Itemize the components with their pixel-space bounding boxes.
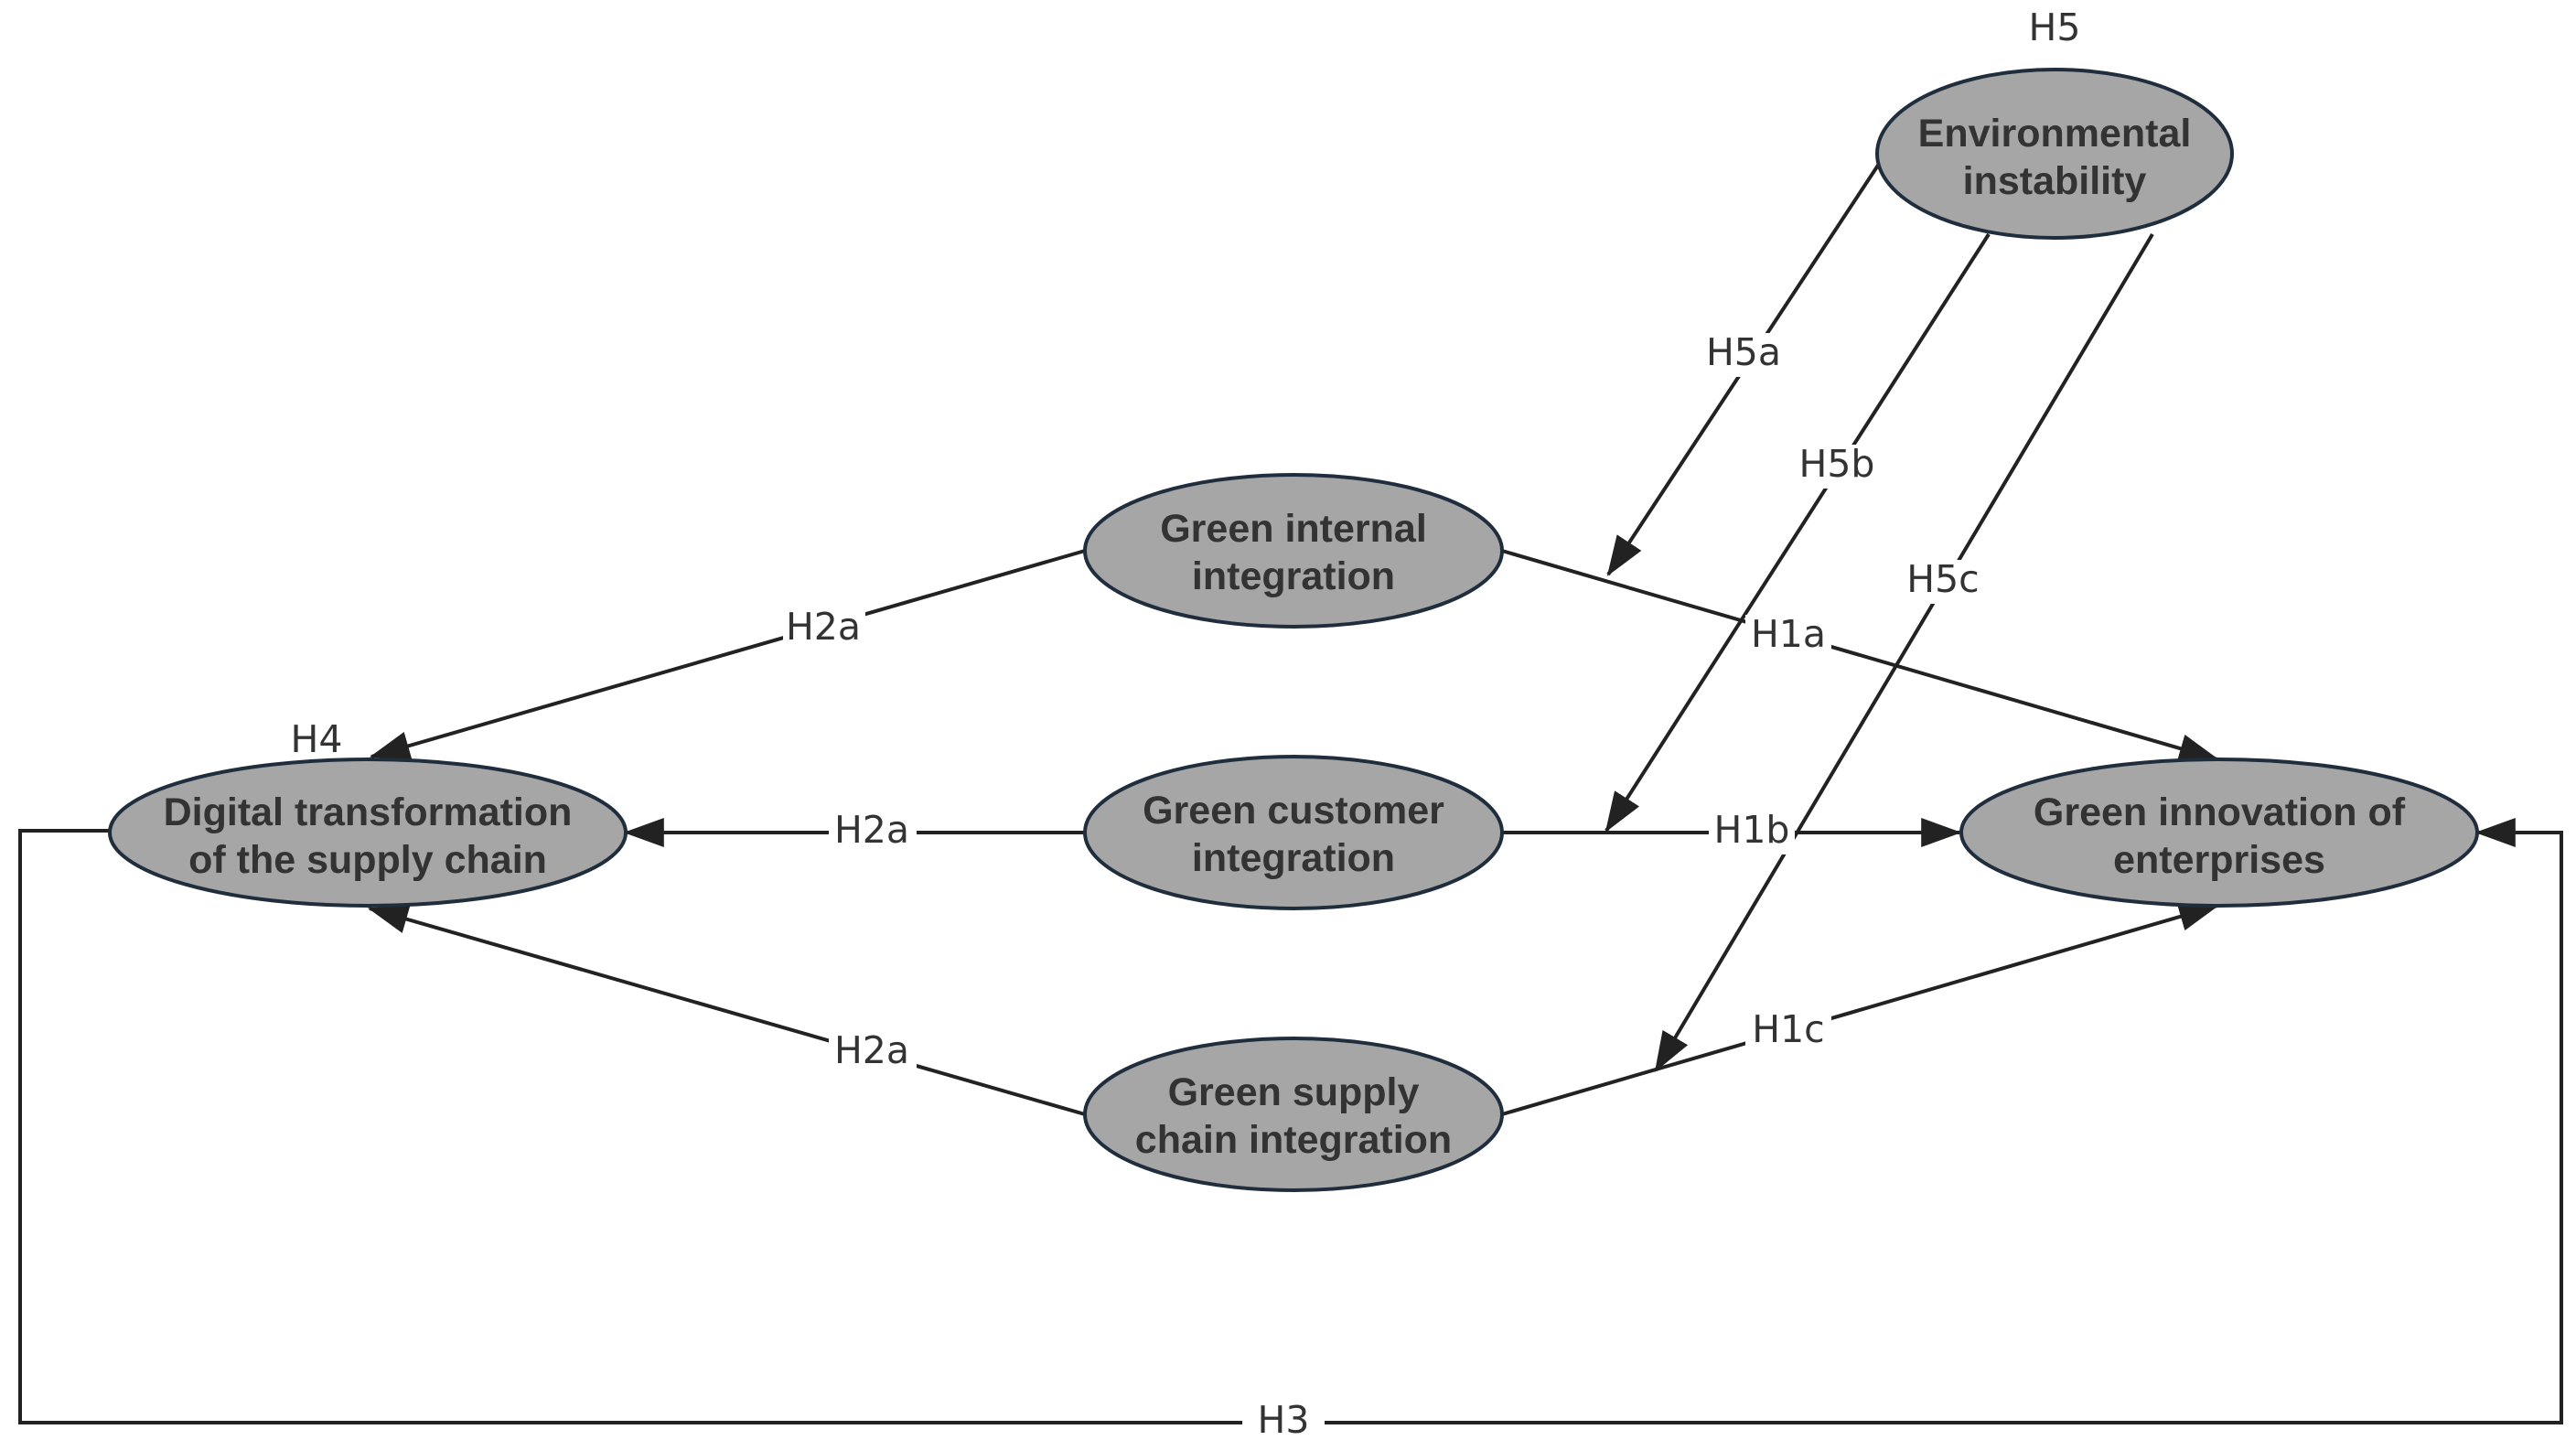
node-digital-line2: of the supply chain <box>188 838 547 882</box>
edge-h2a-supply-digital <box>367 905 1086 1116</box>
node-digital-transformation: Digital transformation of the supply cha… <box>108 758 628 908</box>
node-green-customer-integration: Green customer integration <box>1083 755 1504 910</box>
svg-text:H5a: H5a <box>1706 330 1781 374</box>
edge-label-h3: H3 <box>1242 1398 1325 1445</box>
label-h5: H5 <box>2029 5 2081 49</box>
edge-label-h1c: H1c <box>1745 1007 1831 1054</box>
svg-text:H2a: H2a <box>834 808 909 852</box>
node-supply-line2: chain integration <box>1135 1118 1452 1162</box>
edge-h1c-supply-innovation <box>1501 902 2220 1116</box>
edge-h1a-internal-innovation <box>1501 549 2220 763</box>
node-environmental-instability: Environmental instability <box>1875 68 2234 240</box>
svg-text:H1c: H1c <box>1752 1007 1824 1051</box>
node-green-innovation: Green innovation of enterprises <box>1959 758 2479 908</box>
node-green-internal-integration: Green internal integration <box>1083 473 1504 629</box>
svg-text:H5b: H5b <box>1799 442 1875 486</box>
svg-text:H1a: H1a <box>1751 612 1826 656</box>
node-customer-line1: Green customer <box>1143 789 1444 833</box>
node-environmental-line2: instability <box>1963 159 2147 203</box>
edge-label-h5c: H5c <box>1899 557 1987 604</box>
node-digital-line1: Digital transformation <box>164 790 573 834</box>
edge-label-h2a-bot: H2a <box>829 1028 917 1074</box>
edge-label-h2a-top: H2a <box>783 605 865 650</box>
svg-text:H2a: H2a <box>786 605 861 649</box>
edge-h5b-moderation <box>1605 232 1991 833</box>
edge-label-h1a: H1a <box>1745 612 1831 659</box>
node-environmental-line1: Environmental <box>1918 112 2192 156</box>
edge-label-h5a: H5a <box>1700 330 1787 377</box>
edge-label-h5b: H5b <box>1793 442 1881 489</box>
node-internal-line1: Green internal <box>1160 507 1427 551</box>
label-h4: H4 <box>291 717 343 761</box>
node-supply-line1: Green supply <box>1168 1070 1420 1114</box>
node-internal-line2: integration <box>1192 554 1395 598</box>
svg-text:H1b: H1b <box>1714 808 1790 852</box>
node-customer-line2: integration <box>1192 836 1395 880</box>
svg-text:H2a: H2a <box>834 1028 909 1072</box>
edge-label-h1b: H1b <box>1709 808 1795 854</box>
node-green-supply-chain-integration: Green supply chain integration <box>1083 1037 1504 1192</box>
edge-h2a-internal-digital <box>369 549 1086 760</box>
edge-label-h2a-mid: H2a <box>829 808 917 854</box>
node-innovation-line1: Green innovation of <box>2034 790 2406 834</box>
svg-text:H5c: H5c <box>1906 557 1979 601</box>
node-innovation-line2: enterprises <box>2113 838 2325 882</box>
svg-text:H3: H3 <box>1258 1398 1310 1442</box>
edge-h5c-moderation <box>1654 232 2154 1072</box>
